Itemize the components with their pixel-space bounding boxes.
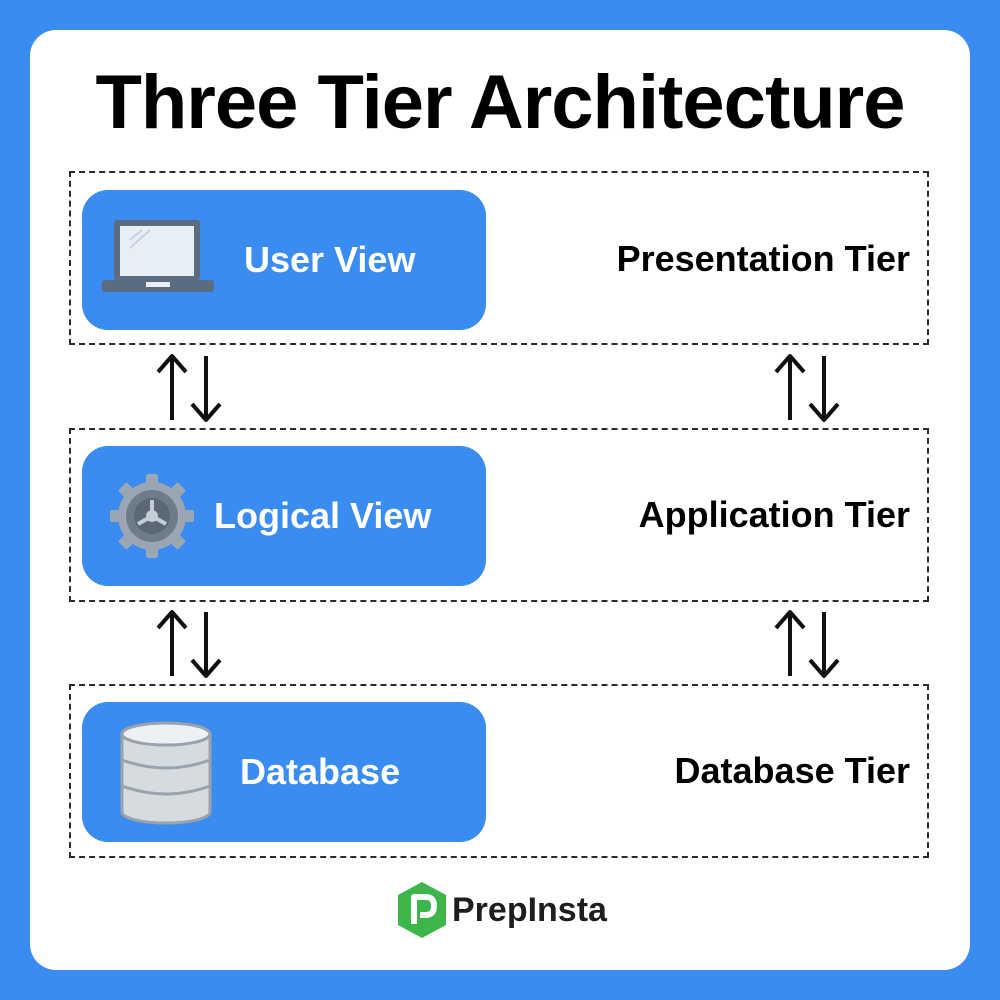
gear-icon <box>110 474 194 558</box>
bidirectional-arrow-icon <box>156 610 222 678</box>
presentation-tier-label: Presentation Tier <box>616 238 910 279</box>
application-tier-label: Application Tier <box>638 494 910 535</box>
database-icon <box>120 721 212 825</box>
bidirectional-arrow-icon <box>774 610 840 678</box>
page-title: Three Tier Architecture <box>95 60 905 145</box>
logical-view-box: Logical View <box>82 446 486 586</box>
bidirectional-arrow-icon <box>774 354 840 422</box>
database-tier-frame <box>69 684 929 858</box>
database-tier-label: Database Tier <box>674 750 910 791</box>
database-label: Database <box>240 751 401 792</box>
database-box: Database <box>82 702 486 842</box>
prepinsta-logo-icon <box>398 882 446 938</box>
application-tier-frame <box>69 428 929 602</box>
bidirectional-arrow-icon <box>156 354 222 422</box>
logical-view-label: Logical View <box>214 495 432 536</box>
laptop-icon <box>102 220 214 292</box>
user-view-box: User View <box>82 190 486 330</box>
presentation-tier-frame <box>69 171 929 345</box>
logo-name: PrepInsta <box>452 891 607 929</box>
user-view-label: User View <box>244 239 416 280</box>
